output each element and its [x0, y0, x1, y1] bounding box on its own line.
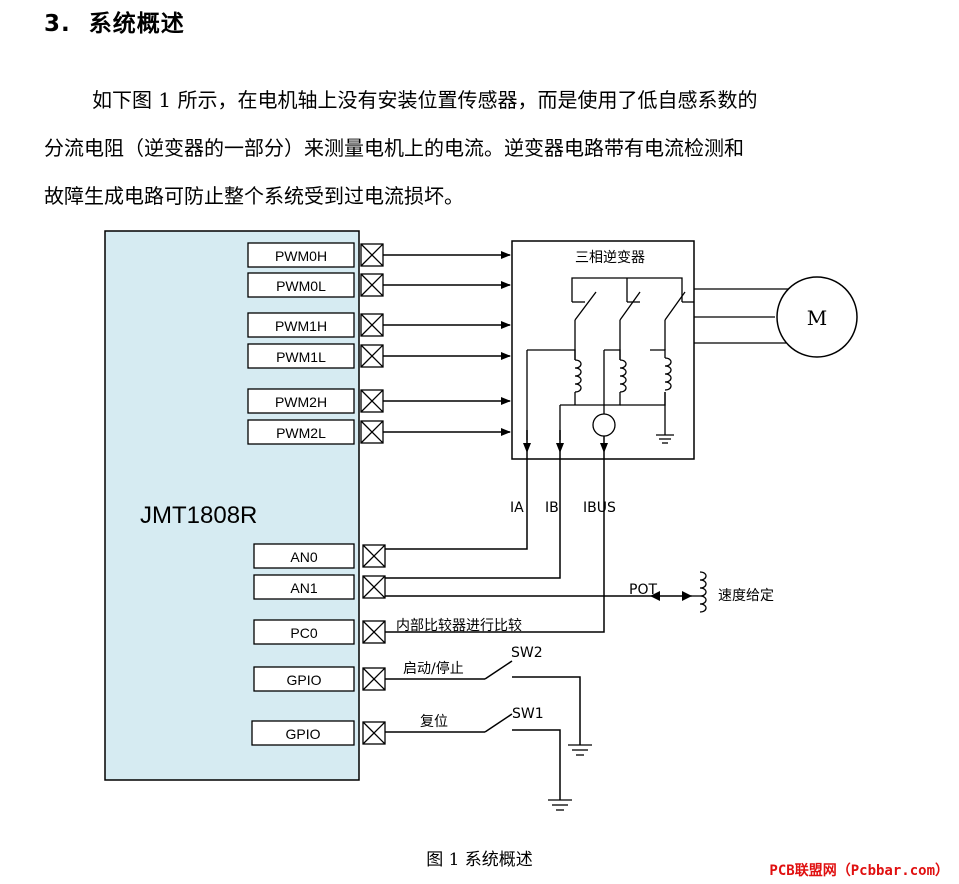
- motor-label: M: [807, 306, 827, 330]
- speed-label: 速度给定: [718, 588, 774, 604]
- sw2-label: SW2: [511, 645, 543, 661]
- pin-label-pwm2l: PWM2L: [276, 425, 326, 441]
- signal-ibus: IBUS: [583, 500, 616, 516]
- terminal-x-gpio1: [362, 667, 386, 691]
- switch-sw2: [385, 660, 581, 745]
- pin-box-gpio1: [253, 666, 355, 692]
- figure-caption: 图 1 系统概述: [426, 850, 533, 870]
- switch-sw1: [385, 713, 561, 800]
- section-number: 3.: [44, 11, 71, 37]
- pot-label: POT: [629, 582, 657, 598]
- current-sensor: [592, 413, 616, 437]
- signal-ia: IA: [510, 500, 524, 516]
- watermark: PCB联盟网（Pcbbar.com）: [769, 863, 949, 879]
- reset-label: 复位: [420, 713, 448, 730]
- start-stop-label: 启动/停止: [403, 660, 464, 677]
- pin-label-gpio2: GPIO: [285, 726, 320, 742]
- terminal-x-an1: [362, 575, 386, 599]
- paragraph-line-3: 故障生成电路可防止整个系统受到过电流损坏。: [44, 184, 464, 208]
- terminal-x-pwm1h: [360, 313, 384, 337]
- pin-box-pwm2h: [247, 388, 355, 414]
- pin-box-pwm0h: [247, 242, 355, 268]
- pin-label-pwm2h: PWM2H: [275, 394, 327, 410]
- terminal-x-pwm1l: [360, 344, 384, 368]
- pin-label-pwm0l: PWM0L: [276, 278, 326, 294]
- pot-arrow-icon: [650, 591, 692, 601]
- pin-box-an1: [253, 574, 355, 600]
- pin-box-pc0: [253, 619, 355, 645]
- pin-box-gpio2: [251, 720, 355, 746]
- chip-name: JMT1808R: [140, 502, 257, 529]
- terminal-x-pc0: [362, 620, 386, 644]
- sw1-label: SW1: [512, 706, 544, 722]
- terminal-x-pwm0l: [360, 273, 384, 297]
- pin-label-pwm1h: PWM1H: [275, 318, 327, 334]
- current-sense-arrows: [523, 430, 608, 453]
- ground-icon-sw2: [568, 744, 592, 756]
- pin-label-an1: AN1: [290, 580, 317, 596]
- motor-feed-lines: [694, 288, 790, 344]
- paragraph-line-2: 分流电阻（逆变器的一部分）来测量电机上的电流。逆变器电路带有电流检测和: [44, 136, 744, 160]
- signal-ib: IB: [545, 500, 559, 516]
- feedback-lines: [385, 452, 692, 633]
- pin-box-pwm1h: [247, 312, 355, 338]
- inverter-ground-icon: [656, 434, 674, 444]
- pin-label-pwm1l: PWM1L: [276, 349, 326, 365]
- motor-icon: [776, 276, 858, 358]
- section-title: 系统概述: [88, 11, 185, 37]
- terminal-x-pwm2l: [360, 420, 384, 444]
- terminal-x-an0: [362, 544, 386, 568]
- pin-box-pwm2l: [247, 419, 355, 445]
- potentiometer-icon: [699, 571, 707, 613]
- shunt-coils: [526, 349, 672, 440]
- pin-label-pc0: PC0: [290, 625, 317, 641]
- ground-icon-sw1: [548, 799, 572, 811]
- terminal-x-gpio2: [362, 721, 386, 745]
- inverter-label: 三相逆变器: [575, 250, 645, 266]
- terminal-x-pwm0h: [360, 243, 384, 267]
- pwm-signal-lines: [383, 251, 511, 436]
- terminal-x-pwm2h: [360, 389, 384, 413]
- intro-paragraph: 如下图 1 所示，在电机轴上没有安装位置传感器，而是使用了低自感系数的 分流电阻…: [44, 76, 894, 220]
- pin-label-pwm0h: PWM0H: [275, 248, 327, 264]
- pin-label-gpio1: GPIO: [286, 672, 321, 688]
- pin-box-an0: [253, 543, 355, 569]
- compare-label: 内部比较器进行比较: [396, 618, 522, 634]
- section-heading: 3. 系统概述: [44, 4, 185, 38]
- pin-label-an0: AN0: [290, 549, 317, 565]
- paragraph-line-1: 如下图 1 所示，在电机轴上没有安装位置传感器，而是使用了低自感系数的: [92, 88, 758, 112]
- pin-box-pwm0l: [247, 272, 355, 298]
- pin-box-pwm1l: [247, 343, 355, 369]
